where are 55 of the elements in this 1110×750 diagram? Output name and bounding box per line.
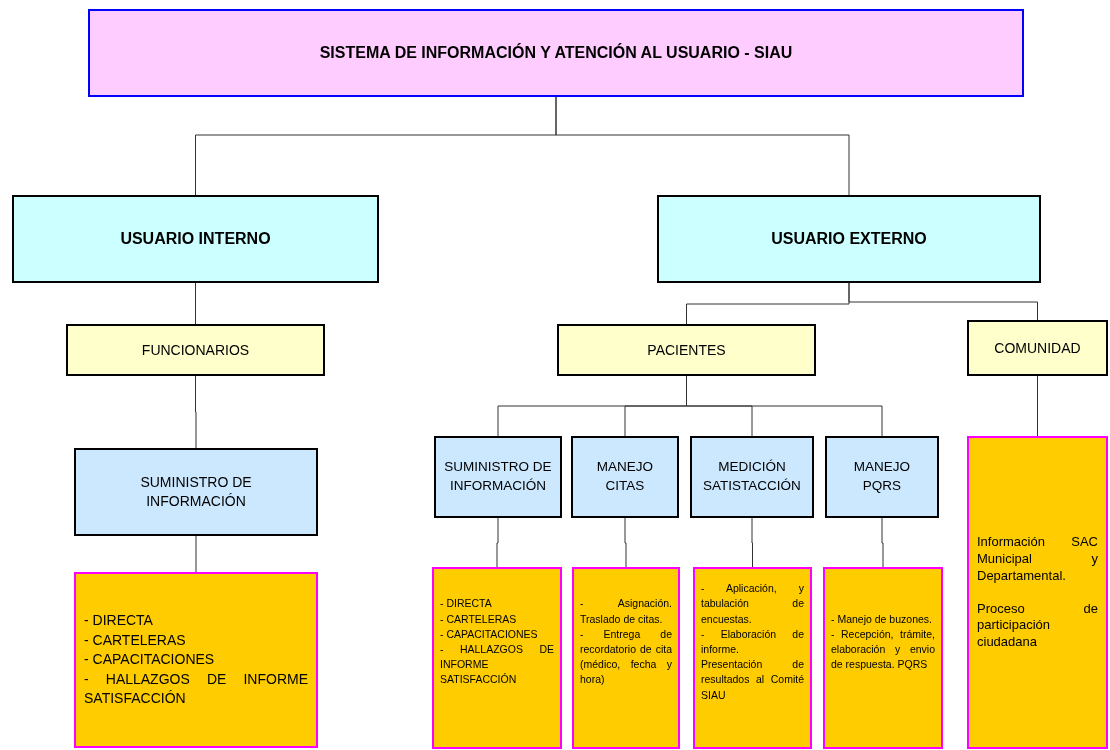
detail-item: - HALLAZGOS DE INFORME SATISFACCIÓN: [84, 669, 308, 709]
detail-item: - CAPACITACIONES: [440, 626, 539, 642]
connector-line: [881, 517, 884, 568]
detail-item: - CARTELERAS: [440, 611, 518, 627]
detail-box: [693, 567, 812, 749]
category-label: USUARIO EXTERNO: [771, 229, 927, 249]
detail-item: - DIRECTA: [84, 611, 154, 630]
detail-text: Proceso de participación ciudadana: [977, 600, 1098, 652]
detail-text: Información SAC Municipal y Departamental.: [977, 533, 1098, 585]
detail-item: - Manejo de buzones.: [831, 611, 933, 627]
group-box: [66, 324, 325, 376]
group-box: [967, 320, 1108, 376]
connector-line: [555, 96, 850, 196]
detail-item: - CARTELERAS: [84, 630, 187, 650]
detail-box: [967, 436, 1108, 749]
connector-line: [848, 282, 1038, 321]
detail-box: [572, 567, 680, 749]
process-label: SUMINISTRO DE INFORMACIÓN: [139, 472, 253, 511]
detail-box: [432, 567, 562, 749]
process-box: [74, 448, 318, 536]
detail-item: - CAPACITACIONES: [84, 650, 216, 670]
detail-item: - Elaboración de informe.: [701, 626, 804, 657]
detail-item: - HALLAZGOS DE INFORME SATISFACCIÓN: [440, 642, 554, 688]
group-label: COMUNIDAD: [994, 338, 1081, 358]
title-text: SISTEMA DE INFORMACIÓN Y ATENCIÓN AL USUARIO - SIAU: [319, 42, 793, 63]
category-label: USUARIO INTERNO: [120, 229, 271, 249]
category-box: [12, 195, 379, 283]
detail-item: - Recepción, trámite, elaboración y envio de respuesta. PQRS: [831, 626, 935, 673]
process-box: [825, 436, 939, 518]
connector-line: [1037, 375, 1038, 437]
detail-item: - Asignación. Traslado de citas.: [580, 596, 672, 627]
detail-box: [823, 567, 943, 749]
group-box: [557, 324, 816, 376]
connector-line: [195, 535, 197, 573]
connector-line: [624, 517, 627, 568]
group-label: FUNCIONARIOS: [141, 340, 250, 360]
process-label: MEDICIÓN SATISTACCIÓN: [702, 458, 802, 495]
detail-box: [74, 572, 318, 748]
process-box: [434, 436, 562, 518]
title-box: [88, 9, 1024, 97]
connector-line: [496, 517, 499, 568]
process-box: [571, 436, 679, 518]
detail-item: - DIRECTA: [440, 596, 493, 612]
detail-item: - Aplicación, y tabulación de encuestas.: [701, 581, 804, 627]
process-box: [690, 436, 814, 518]
group-label: PACIENTES: [647, 340, 726, 360]
connector-line: [195, 375, 197, 449]
process-label: MANEJO PQRS: [852, 458, 912, 495]
process-label: SUMINISTRO DE INFORMACIÓN: [444, 458, 552, 495]
detail-item: Presentación de resultados al Comité SIAU: [701, 657, 804, 703]
process-label: MANEJO CITAS: [595, 458, 655, 495]
detail-item: - Entrega de recordatorio de cita (médico, fecha y hora): [580, 626, 672, 688]
connector-line: [195, 282, 196, 325]
category-box: [657, 195, 1041, 283]
connector-line: [751, 517, 753, 568]
